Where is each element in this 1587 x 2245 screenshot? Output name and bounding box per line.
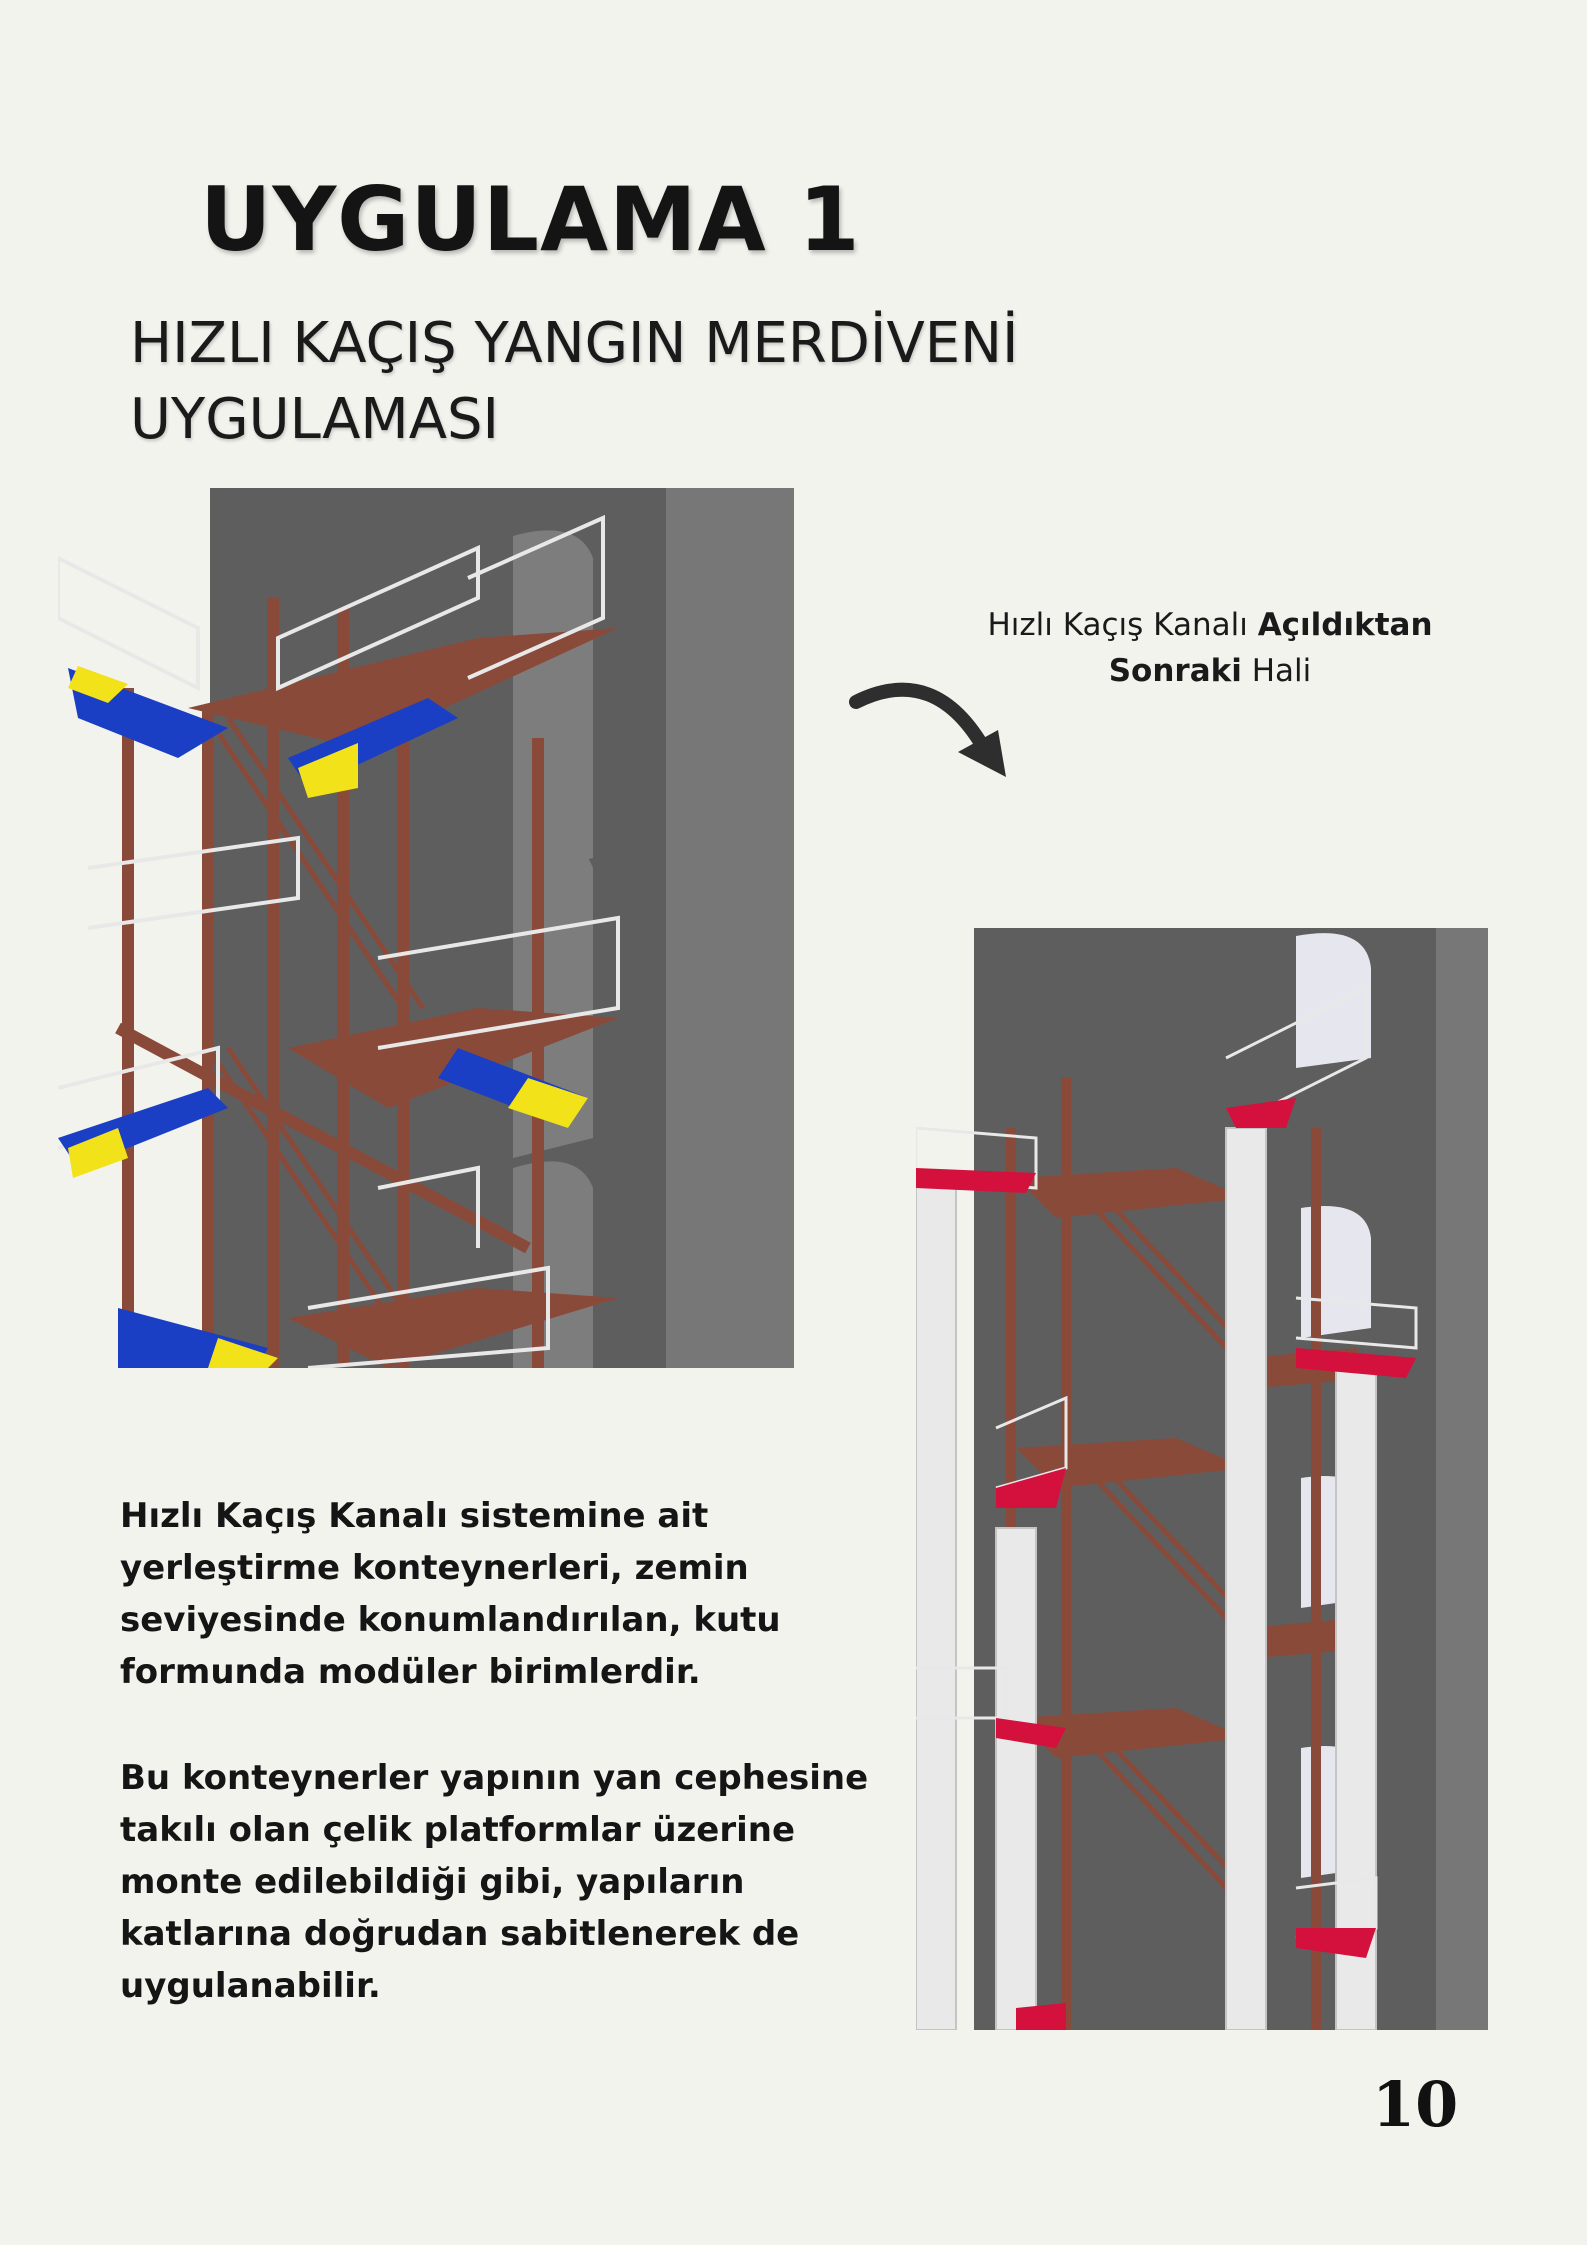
page-title: UYGULAMA 1: [200, 168, 861, 271]
caption-part-4: Hali: [1241, 653, 1312, 689]
caption-part-1: Hızlı Kaçış Kanalı: [987, 607, 1258, 643]
staircase-open-illustration: [916, 928, 1488, 2030]
image-caption: Hızlı Kaçış Kanalı Açıldıktan Sonraki Ha…: [960, 602, 1460, 694]
caption-part-3: Sonraki: [1108, 653, 1242, 689]
paragraph-2: Bu konteynerler yapının yan cephesine ta…: [120, 1758, 869, 2006]
subtitle-line-1: HIZLI KAÇIŞ YANGIN MERDİVENİ: [130, 311, 1019, 376]
page-subtitle: HIZLI KAÇIŞ YANGIN MERDİVENİ UYGULAMASI: [130, 306, 1230, 458]
curved-arrow-icon: [849, 682, 1006, 777]
paragraph-1: Hızlı Kaçış Kanalı sistemine ait yerleşt…: [120, 1496, 781, 1692]
page-number: 10: [1372, 2068, 1459, 2141]
staircase-closed-illustration: [58, 488, 794, 1368]
caption-part-2: Açıldıktan: [1257, 607, 1433, 643]
subtitle-line-2: UYGULAMASI: [130, 387, 500, 452]
